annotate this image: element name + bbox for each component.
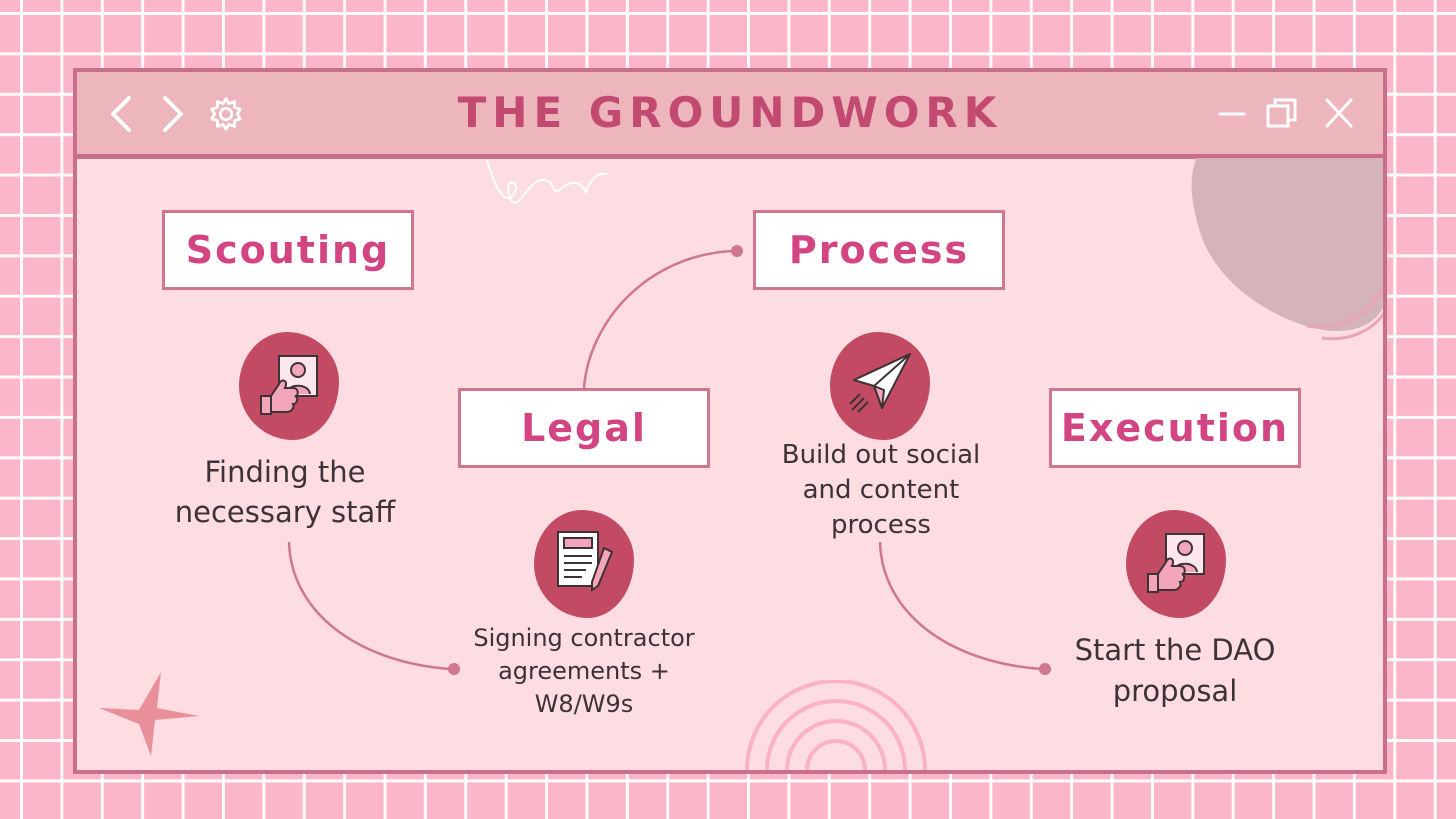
stage-description-process: Build out social and content process (760, 438, 1002, 543)
stage-label-execution: Execution (1049, 388, 1301, 468)
contract-pen-icon (552, 528, 618, 594)
window: THE GROUNDWORK (73, 68, 1387, 774)
thumbs-up-profile-icon (257, 350, 323, 416)
thumbs-up-profile-icon (1144, 528, 1210, 594)
connector-legal-process (584, 251, 733, 388)
stage-description-scouting: Finding the necessary staff (157, 452, 413, 532)
stage-label-scouting: Scouting (162, 210, 414, 290)
stage-icon-execution (1126, 510, 1226, 618)
stage-icon-process (830, 332, 930, 440)
connector-dot (1039, 663, 1051, 675)
stage-description-execution: Start the DAO proposal (1055, 630, 1295, 712)
connector-scouting-legal (289, 542, 450, 669)
stage-label-process: Process (753, 210, 1005, 290)
stage-label-legal: Legal (458, 388, 710, 468)
connector-process-execution (880, 542, 1041, 669)
stage-description-legal: Signing contractor agreements + W8/W9s (458, 622, 710, 721)
stage-icon-legal (534, 510, 634, 618)
stage-icon-scouting (239, 332, 339, 440)
connector-dot (731, 245, 743, 257)
paper-plane-icon (848, 350, 914, 416)
